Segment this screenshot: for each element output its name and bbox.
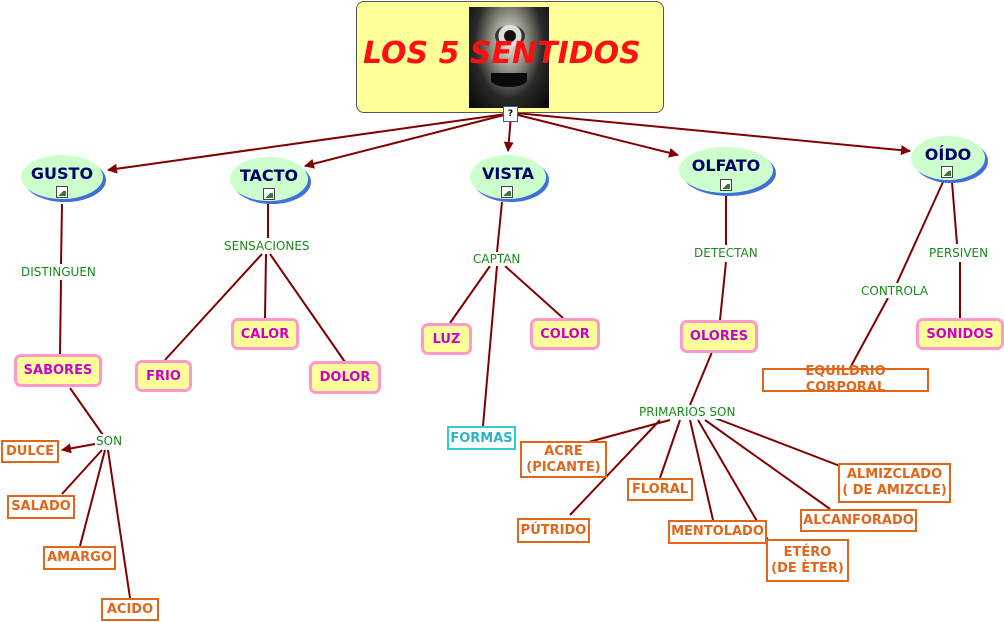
link-captan: CAPTAN [472,252,522,266]
smell-etero-line1: ETÉRO [783,544,832,560]
image-icon[interactable] [56,186,68,198]
smell-acre[interactable]: ACRE (PICANTE) [520,441,607,478]
edge-sensaciones-calor [264,253,267,319]
image-icon[interactable] [720,179,732,191]
edge-detectan-olores [719,261,727,321]
image-icon[interactable] [941,166,953,178]
link-controla: CONTROLA [860,284,930,298]
smell-acre-line2: (PICANTE) [526,459,601,475]
concept-frio[interactable]: FRIO [135,360,192,392]
link-persiven: PERSIVEN [928,246,990,260]
sense-gusto-label: GUSTO [30,164,94,183]
root-title: LOS 5 SENTIDOS [363,36,641,71]
smell-almizclado[interactable]: ALMIZCLADO ( DE AMIZCLE) [838,463,951,503]
edge-sensaciones-dolor [269,253,346,363]
smell-almizclado-line1: ALMIZCLADO [846,467,943,482]
edge-root-oido [515,112,911,156]
edge-oido-controla [896,181,944,284]
sense-vista-label: VISTA [482,164,534,183]
smell-etero[interactable]: ETÉRO (DE ÈTER) [766,539,849,582]
smell-acre-line1: ACRE [544,443,583,459]
concept-sabores[interactable]: SABORES [14,354,102,387]
concept-formas[interactable]: FORMAS [447,426,516,450]
edge-olores-primarios [689,351,713,406]
edge-son-amargo [79,449,106,547]
concept-calor[interactable]: CALOR [231,318,299,350]
link-detectan: DETECTAN [693,246,759,260]
edge-primarios-putrido [569,419,661,516]
edge-controla-equilibrio [849,297,889,369]
root-concept-box[interactable]: LOS 5 SENTIDOS ? [356,1,664,122]
edge-captan-color [504,265,564,319]
edge-root-gusto [107,113,507,174]
edge-son-acido [107,449,131,599]
concept-luz[interactable]: LUZ [421,323,472,355]
sense-gusto[interactable]: GUSTO [21,155,103,199]
edge-captan-formas [482,265,498,427]
edge-primarios-almizclado [714,417,841,467]
edge-vista-captan [496,201,503,253]
smell-etero-line2: (DE ÈTER) [771,560,844,576]
concept-olores[interactable]: OLORES [680,320,758,353]
link-distinguen: DISTINGUEN [20,265,97,279]
edge-root-tacto [304,113,509,169]
sense-oido-label: OÍDO [924,145,972,164]
taste-salado[interactable]: SALADO [7,495,75,519]
edge-son-salado [61,449,103,495]
edge-primarios-floral [659,419,681,479]
help-document-icon[interactable]: ? [503,106,518,122]
sense-vista[interactable]: VISTA [470,155,546,199]
edge-primarios-alcanforado [704,419,831,510]
image-icon[interactable] [263,188,275,200]
link-sensaciones: SENSACIONES [223,239,311,253]
taste-dulce[interactable]: DULCE [1,440,59,463]
smell-floral[interactable]: FLORAL [627,478,693,501]
concept-sonidos[interactable]: SONIDOS [916,318,1004,350]
edge-oido-persiven [951,181,958,245]
link-primarios-son: PRIMARIOS SON [638,405,737,419]
sense-tacto-label: TACTO [239,166,299,185]
sense-olfato[interactable]: OLFATO [679,147,773,193]
image-icon[interactable] [501,186,513,198]
eye-shape [495,25,525,47]
edge-sensaciones-frio [164,253,263,361]
edge-root-olfato [513,113,679,158]
sense-olfato-label: OLFATO [691,156,761,175]
concept-equilibrio-corporal[interactable]: EQUILDRIO CORPORAL [762,364,929,395]
smell-putrido[interactable]: PÚTRIDO [517,518,590,543]
sense-oido[interactable]: OÍDO [911,136,985,180]
concept-dolor[interactable]: DOLOR [309,361,381,394]
taste-amargo[interactable]: AMARGO [43,546,116,570]
edge-sabores-son [69,387,104,436]
edge-distinguen-sabores [59,279,62,355]
smell-almizclado-line2: ( DE AMIZCLE) [842,483,947,498]
smell-alcanforado[interactable]: ALCANFORADO [800,509,917,532]
mouth-shape [491,73,527,87]
edge-son-dulce [61,443,96,454]
concept-color[interactable]: COLOR [530,318,600,350]
edge-gusto-distinguen [60,203,63,265]
eye-photo [469,7,549,108]
sense-tacto[interactable]: TACTO [230,157,308,201]
link-son: SON [95,434,124,448]
edge-captan-luz [449,265,491,324]
taste-acido[interactable]: ACIDO [101,598,159,621]
edge-primarios-mentolado [689,419,714,521]
smell-mentolado[interactable]: MENTOLADO [668,520,767,544]
